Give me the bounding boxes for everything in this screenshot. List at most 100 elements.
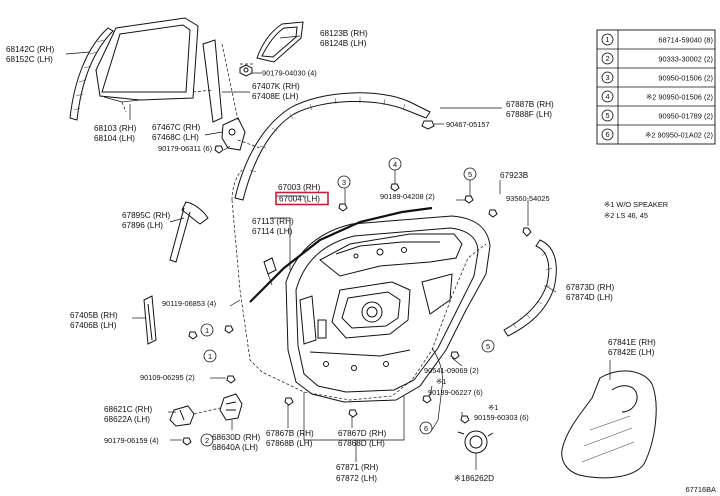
svg-text:1: 1 bbox=[208, 352, 212, 361]
label-90179-04030: 90179-04030 (4) bbox=[262, 69, 317, 78]
legend-num: 1 bbox=[605, 35, 609, 44]
label-90189-04208: 90189-04208 (2) bbox=[380, 192, 435, 201]
legend-part: ※2 90950-01A02 (2) bbox=[645, 131, 713, 140]
label-67872: 67872 (LH) bbox=[336, 474, 377, 483]
label-67405b: 67405B (RH) bbox=[70, 311, 118, 320]
legend-row: 4 ※2 90950-01506 (2) bbox=[601, 90, 713, 103]
label-68621c: 68621C (RH) bbox=[104, 405, 153, 414]
fasteners-part bbox=[182, 145, 532, 446]
label-67867b: 67867B (RH) bbox=[266, 429, 314, 438]
door-check-part bbox=[143, 295, 157, 345]
label-67407k: 67407K (RH) bbox=[252, 82, 300, 91]
label-67114: 67114 (LH) bbox=[252, 227, 293, 236]
callout: 1 bbox=[200, 323, 214, 337]
body-weatherstrip-part bbox=[234, 92, 431, 201]
label-90179-06311: 90179-06311 (6) bbox=[158, 144, 212, 153]
label-67406b: 67406B (LH) bbox=[70, 321, 117, 330]
label-67468c: 67468C (LH) bbox=[152, 133, 199, 142]
label-note1b: ※1 bbox=[488, 403, 498, 412]
legend-row: 1 68714-59040 (8) bbox=[601, 33, 713, 46]
label-67868d: 67868D (LH) bbox=[338, 439, 385, 448]
door-hinge-part bbox=[169, 393, 243, 427]
label-67113: 67113 (RH) bbox=[252, 217, 294, 226]
regulator-bracket-part bbox=[221, 117, 261, 151]
door-outline-part bbox=[231, 169, 487, 401]
legend-part: 90950-01506 (2) bbox=[658, 74, 713, 83]
door-hinge-side-part bbox=[263, 257, 277, 286]
callout: 5 bbox=[481, 339, 495, 353]
door-panel-part bbox=[285, 215, 491, 403]
label-90109-06295: 90109-06295 (2) bbox=[140, 373, 195, 382]
label-67868b: 67868B (LH) bbox=[266, 439, 313, 448]
callout: 5 bbox=[463, 167, 477, 181]
callout: 4 bbox=[388, 157, 402, 171]
label-68152c: 68152C (LH) bbox=[6, 55, 53, 64]
legend-num: 2 bbox=[605, 54, 609, 63]
label-67842e: 67842E (LH) bbox=[608, 348, 655, 357]
label-67867d: 67867D (RH) bbox=[338, 429, 387, 438]
legend-part: 68714-59040 (8) bbox=[658, 36, 713, 45]
label-67895c: 67895C (RH) bbox=[122, 211, 171, 220]
svg-text:2: 2 bbox=[205, 436, 209, 445]
note-ls: ※2 LS 46, 45 bbox=[604, 211, 648, 220]
legend-num: 4 bbox=[605, 92, 609, 101]
label-67004: 67004 (LH) bbox=[279, 195, 320, 204]
label-note1a: ※1 bbox=[436, 377, 446, 386]
speaker-part bbox=[457, 430, 494, 454]
legend-num: 6 bbox=[605, 130, 609, 139]
label-67887b: 67887B (RH) bbox=[506, 100, 554, 109]
callout-circles: 3 4 5 1 1 2 5 6 bbox=[200, 157, 495, 447]
callout: 3 bbox=[337, 175, 351, 189]
callout: 2 bbox=[200, 433, 214, 447]
label-86262d: ※186262D bbox=[454, 474, 494, 483]
glass-run-part bbox=[169, 201, 209, 263]
legend-row: 2 90333-30002 (2) bbox=[601, 52, 713, 65]
label-67003: 67003 (RH) bbox=[278, 183, 321, 192]
label-68630d: 68630D (RH) bbox=[212, 433, 261, 442]
legend-row: 3 90950-01506 (2) bbox=[601, 71, 713, 84]
label-90119-06853: 90119-06853 (4) bbox=[162, 299, 216, 308]
inner-weatherstrip-part bbox=[503, 239, 557, 337]
legend-num: 3 bbox=[605, 73, 609, 82]
legend-row: 5 90950-01789 (2) bbox=[601, 109, 713, 122]
highlight-box-67004 bbox=[275, 191, 329, 206]
service-hole-cover-part bbox=[561, 370, 657, 479]
callout: 1 bbox=[203, 349, 217, 363]
svg-text:4: 4 bbox=[393, 160, 397, 169]
lock-cable-part bbox=[431, 347, 443, 431]
label-67873d: 67873D (RH) bbox=[566, 283, 615, 292]
label-68142c: 68142C (RH) bbox=[6, 45, 55, 54]
quarter-window-part bbox=[240, 21, 304, 65]
svg-text:5: 5 bbox=[468, 170, 472, 179]
belt-moulding-part bbox=[249, 206, 433, 303]
legend-table: 1 68714-59040 (8) 2 90333-30002 (2) 3 90… bbox=[596, 29, 716, 145]
label-68124b: 68124B (LH) bbox=[320, 39, 367, 48]
legend-num: 5 bbox=[605, 111, 609, 120]
label-68104: 68104 (LH) bbox=[94, 134, 135, 143]
svg-text:1: 1 bbox=[205, 326, 209, 335]
legend-row: 6 ※2 90950-01A02 (2) bbox=[601, 128, 713, 141]
svg-text:6: 6 bbox=[424, 424, 428, 433]
label-67896: 67896 (LH) bbox=[122, 221, 163, 230]
label-68640a: 68640A (LH) bbox=[212, 443, 258, 452]
svg-text:3: 3 bbox=[342, 178, 346, 187]
label-90541-09069: 90541-09069 (2) bbox=[424, 366, 479, 375]
leader-lines bbox=[65, 35, 611, 470]
note-w-o-speaker: ※1 W/O SPEAKER bbox=[604, 200, 668, 209]
label-68123b: 68123B (RH) bbox=[320, 29, 368, 38]
label-90159-60303: 90159-60303 (6) bbox=[474, 413, 529, 422]
label-67874d: 67874D (LH) bbox=[566, 293, 613, 302]
label-90189-06227: 90189-06227 (6) bbox=[428, 388, 483, 397]
division-bar-part bbox=[202, 39, 239, 123]
callout: 6 bbox=[419, 421, 433, 435]
bolt-part bbox=[239, 64, 253, 77]
label-67408e: 67408E (LH) bbox=[252, 92, 299, 101]
label-90467-05157: 90467-05157 bbox=[446, 120, 490, 129]
label-67923b: 67923B bbox=[500, 171, 529, 180]
clip-part bbox=[421, 120, 435, 130]
legend-part: 90950-01789 (2) bbox=[658, 112, 713, 121]
run-channel-part bbox=[69, 27, 114, 121]
label-90179-06159: 90179-06159 (4) bbox=[104, 436, 159, 445]
label-93560-54025: 93560-54025 bbox=[506, 194, 550, 203]
